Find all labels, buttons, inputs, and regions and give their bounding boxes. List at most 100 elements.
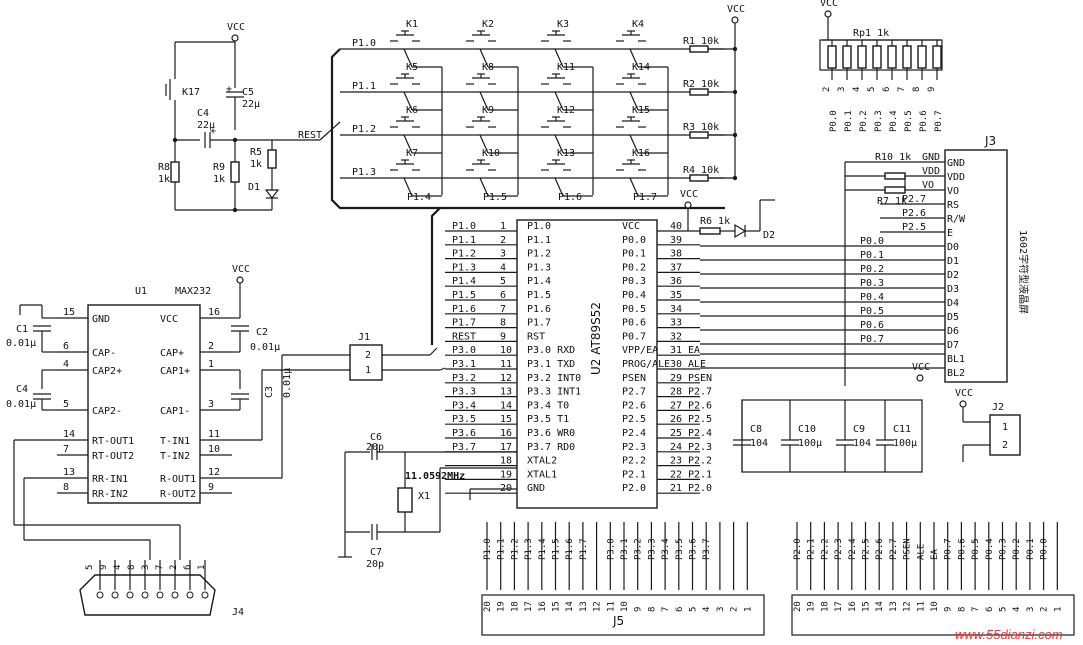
pin-name: P2.5 <box>622 414 646 425</box>
pin-number: 28 <box>670 387 682 398</box>
wire <box>629 91 639 111</box>
pin-number: 23 <box>670 456 682 467</box>
pin-number: 9 <box>927 87 937 92</box>
pin-name: CAP2+ <box>92 366 122 377</box>
pin-name: P0.3 <box>622 276 646 287</box>
pin-name: D4 <box>947 298 959 309</box>
net-label: P1.0 <box>452 221 476 232</box>
net-label: P3.3 <box>452 387 476 398</box>
header-net-label: P1.5 <box>552 538 562 560</box>
net-label: P1.7 <box>452 318 476 329</box>
pin-number: 38 <box>670 249 682 260</box>
pin-name: P3.1 TXD <box>527 359 575 370</box>
pin-number: 34 <box>670 304 682 315</box>
label: R9 <box>213 162 225 173</box>
header-pin-number: 18 <box>510 601 520 612</box>
label: C2 <box>256 327 268 338</box>
pin-name: P3.5 T1 <box>527 414 569 425</box>
net-label: P3.0 <box>452 345 476 356</box>
pin-name: P3.3 INT1 <box>527 387 581 398</box>
vcc-terminal <box>916 374 924 382</box>
led-diode <box>264 189 280 199</box>
lcd-body <box>944 149 1008 383</box>
pin-number: 11 <box>208 429 220 440</box>
net-label: P3.4 <box>452 400 476 411</box>
row-net-label: P1.0 <box>352 38 376 49</box>
pin-number: 3 <box>837 87 847 92</box>
vcc-label: VCC <box>227 22 245 33</box>
crystal-x1 <box>397 487 413 513</box>
vcc-label: VCC <box>912 362 930 373</box>
header-pin-number: 17 <box>834 601 844 612</box>
pin-name: VPP/EA <box>622 345 658 356</box>
net-label: P2.2 <box>688 456 712 467</box>
label: 0.01μ <box>282 368 293 398</box>
pin-name: P1.7 <box>527 318 551 329</box>
led-diode <box>734 223 747 239</box>
header-net-label: P0.4 <box>985 538 995 560</box>
header-net-label: P3.5 <box>675 538 685 560</box>
label: 0.01μ <box>6 399 36 410</box>
pullup-label: R3 10k <box>683 122 719 133</box>
net-label: P2.1 <box>688 469 712 480</box>
label: 20p <box>366 442 384 453</box>
pin-name: P0.7 <box>622 331 646 342</box>
header-pin-number: 8 <box>647 607 657 612</box>
label: K17 <box>182 87 200 98</box>
vcc-terminal <box>731 16 739 24</box>
vcc-label: VCC <box>955 388 973 399</box>
pin-name: P0.6 <box>622 318 646 329</box>
pin-name: P3.4 T0 <box>527 400 569 411</box>
resistor <box>857 45 867 69</box>
key-label: K2 <box>482 19 494 30</box>
label: U1 <box>135 286 147 297</box>
label: 0.01μ <box>6 338 36 349</box>
pin-name: P2.6 <box>622 400 646 411</box>
net-label: P0.6 <box>860 320 884 331</box>
pin-name: BL1 <box>947 354 965 365</box>
pin-number: 9 <box>500 331 506 342</box>
pin-name: P1.1 <box>527 235 551 246</box>
pin-name: CAP1+ <box>160 366 190 377</box>
vcc-label: VCC <box>680 189 698 200</box>
header-pin-number: 20 <box>483 601 493 612</box>
header-pin-number: 11 <box>916 601 926 612</box>
bus <box>330 48 725 210</box>
net-label: P0.4 <box>860 292 884 303</box>
label: 1k <box>213 174 225 185</box>
pin-name: T-IN2 <box>160 451 190 462</box>
header-pin-number: 10 <box>930 601 940 612</box>
net-label: P3.1 <box>452 359 476 370</box>
key-label: K1 <box>406 19 418 30</box>
pin-number: 22 <box>670 469 682 480</box>
pin-number: 11 <box>500 359 512 370</box>
wire <box>429 347 438 356</box>
net-label: P3.5 <box>452 414 476 425</box>
pin-name: D0 <box>947 242 959 253</box>
pin-name: VCC <box>160 314 178 325</box>
wire <box>629 134 639 154</box>
pin-name: D6 <box>947 326 959 337</box>
header-net-label: P3.0 <box>606 538 616 560</box>
header-pin-number: 9 <box>634 607 644 612</box>
pin-number: 36 <box>670 276 682 287</box>
pin-name: D2 <box>947 270 959 281</box>
net-label: P2.6 <box>688 400 712 411</box>
pin-number: 13 <box>500 387 512 398</box>
db9-pin <box>111 591 119 599</box>
header-net-label: P0.1 <box>1026 538 1036 560</box>
db9-pin <box>186 591 194 599</box>
header-pin-number: 15 <box>552 601 562 612</box>
pin-number: 40 <box>670 221 682 232</box>
pin-number: 12 <box>208 467 220 478</box>
pin-name: XTAL1 <box>527 469 557 480</box>
header-net-label: P3.3 <box>647 538 657 560</box>
pin-name: D3 <box>947 284 959 295</box>
pin-name: P1.5 <box>527 290 551 301</box>
pin-number: 8 <box>912 87 922 92</box>
col-net-label: P1.4 <box>407 192 431 203</box>
db9-pin <box>171 591 179 599</box>
net-label: P1.1 <box>452 235 476 246</box>
pin-number: 16 <box>500 428 512 439</box>
pin-number: 8 <box>63 482 69 493</box>
